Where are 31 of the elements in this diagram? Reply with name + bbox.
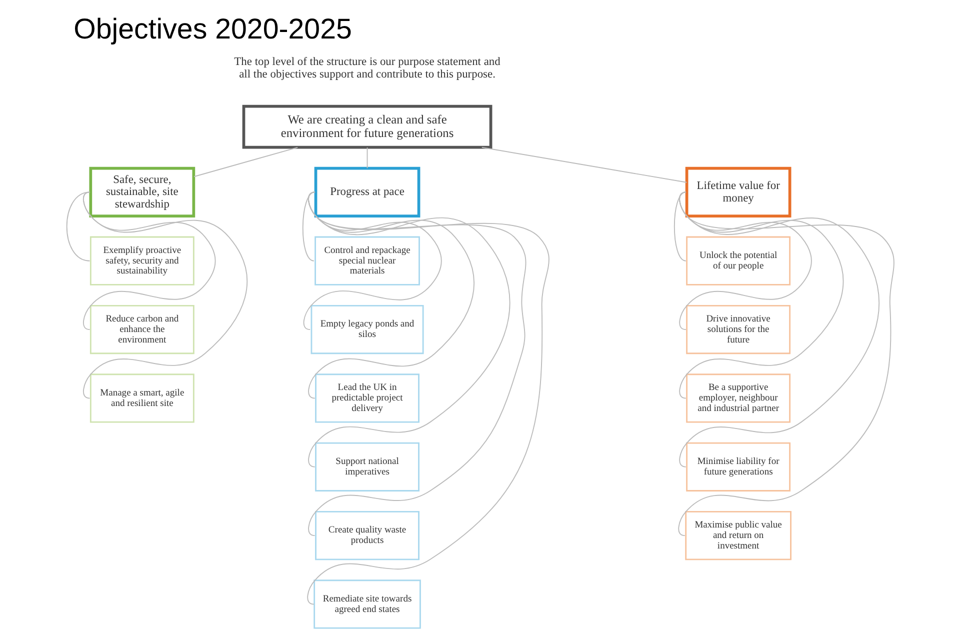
connector [193, 146, 298, 178]
diagram-title: Objectives 2020-2025 [73, 14, 352, 46]
node-box: Safe, secure, sustainable, site stewardship [88, 166, 195, 218]
node-box: Maximise public value and return on investment [684, 511, 791, 560]
node-box: Remediate site towards agreed end states [313, 580, 420, 629]
connector [302, 192, 315, 262]
node-box: Exemplify proactive safety, security and sustainability [89, 236, 194, 286]
connector [306, 192, 549, 605]
node-box: Control and repackage special nuclear materials [314, 236, 420, 286]
node-box: Drive innovative solutions for the future [686, 304, 790, 354]
node-box: Create quality waste products [314, 511, 419, 560]
label: The top level of the structure is our purpose statement and all the objectives support and contribute to this purpose. [234, 56, 500, 80]
node-box: Lead the UK in predictable project delivery [314, 374, 419, 423]
connector [366, 147, 368, 169]
node-box: Unlock the potential of our people [686, 236, 790, 286]
node-box: Manage a smart, agile and resilient site [89, 374, 194, 423]
node-box: Support national imperatives [314, 442, 419, 492]
connector [678, 192, 880, 468]
node-box: Progress at pace [314, 166, 420, 218]
node-box: Reduce carbon and enhance the environment [89, 304, 194, 354]
connector [66, 192, 90, 262]
connector [673, 192, 686, 262]
node-box: Be a supportive employer, neighbour and industrial partner [686, 374, 790, 423]
connector [480, 146, 687, 183]
connector [302, 192, 442, 330]
node-box: Minimise liability for future generations [686, 442, 790, 492]
node-box: We are creating a clean and safe environment for future generations [242, 104, 492, 149]
node-box: Lifetime value for money [684, 166, 791, 218]
node-box: Empty legacy ponds and silos [310, 304, 424, 354]
connector [82, 192, 247, 399]
connector [678, 192, 894, 536]
